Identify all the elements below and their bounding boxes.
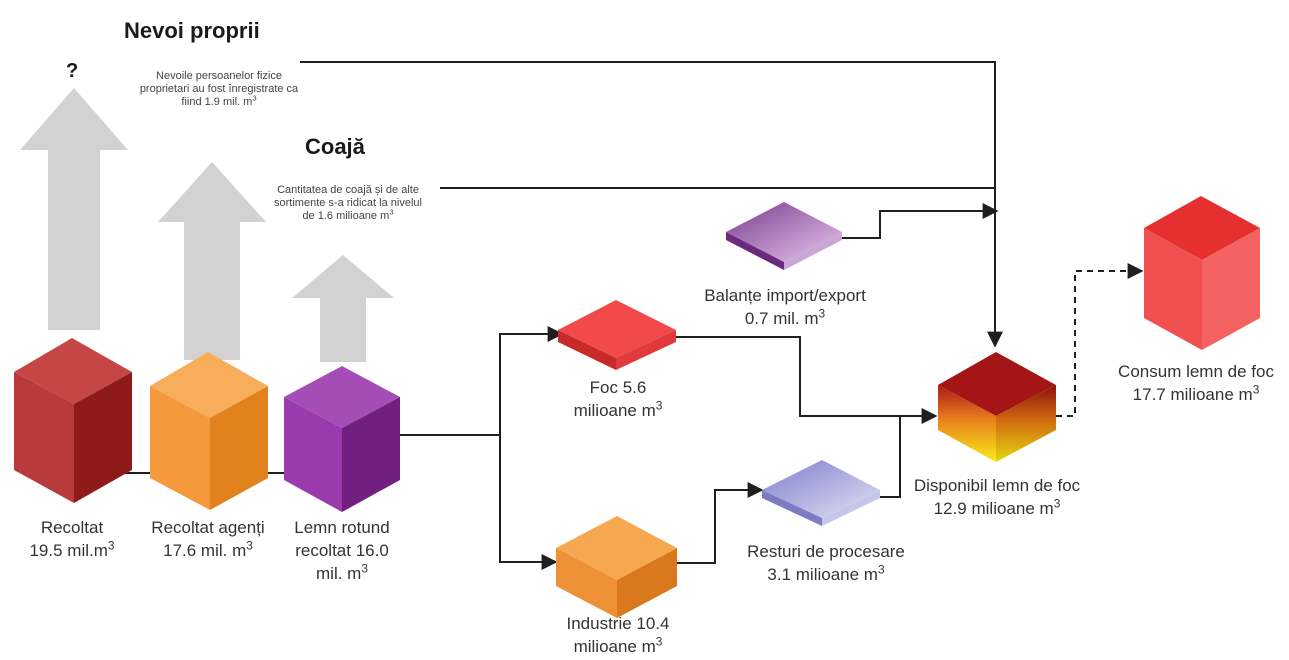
disponibil-cube [938,352,1056,462]
recoltat-agenti-label-line: Recoltat agenți [138,516,278,539]
recoltat-cube [14,338,132,503]
nevoi-note-line: fiind 1.9 mil. m3 [104,93,334,109]
lemn-rotund-label: Lemn rotund recoltat 16.0 mil. m3 [280,516,404,585]
label-text: 0.7 mil. m [744,309,819,328]
unit-superscript: 3 [252,93,257,103]
unit-superscript: 3 [389,207,394,217]
lemn-rotund-label-line: Lemn rotund [280,516,404,539]
industrie-label: Industrie 10.4 milioane m3 [546,612,690,658]
label-text: Foc 5.6 [589,378,647,397]
resturi-label-line: 3.1 milioane m3 [726,563,926,586]
unit-superscript: 3 [655,398,663,413]
unit-superscript: 3 [655,634,663,649]
recoltat-agenti-label-line: 17.6 mil. m3 [138,539,278,562]
unit-superscript: 3 [818,306,826,321]
label-text: 17.7 milioane m [1132,385,1253,404]
label-text: Cantitatea de coajă și de alte [277,184,419,196]
foc-label-line: milioane m3 [556,399,680,422]
disponibil-label-line: Disponibil lemn de foc [892,474,1102,497]
balante-label-line: Balanțe import/export [680,284,890,307]
label-text: 12.9 milioane m [933,499,1054,518]
label-text: proprietari au fost înregistrate ca [139,83,299,95]
gray-arrows [20,88,394,362]
lemn-rotund-cube [284,366,400,512]
consum-label-line: 17.7 milioane m3 [1104,383,1288,406]
coaja-note-line: Cantitatea de coajă și de alte [236,184,460,197]
unit-superscript: 3 [1053,496,1061,511]
label-text: de 1.6 milioane m [302,210,390,222]
split-to-industrie-line [499,435,558,570]
foc-label: Foc 5.6 milioane m3 [556,376,680,422]
recoltat-agenti-label: Recoltat agenți 17.6 mil. m3 [138,516,278,562]
label-text: 19.5 mil.m [29,541,108,560]
industrie-block [556,516,677,618]
unit-superscript: 3 [361,561,368,576]
recoltat-agenti-cube [150,352,268,510]
label-text: mil. m [316,564,362,583]
label-text: 3.1 milioane m [767,565,878,584]
label-text: fiind 1.9 mil. m [181,96,253,108]
foc-to-disp-line [676,336,938,424]
connectors [70,61,1144,570]
nevoi-note-line: proprietari au fost înregistrate ca [104,83,334,96]
recoltat-label-line: 19.5 mil.m3 [10,539,134,562]
coaja-title: Coajă [305,134,365,159]
foc-slab [558,300,676,370]
label-text: Lemn rotund [294,518,390,537]
disp-to-consum-line [1056,263,1144,417]
industrie-to-resturi-line [677,482,764,564]
resturi-label: Resturi de procesare 3.1 milioane m3 [726,540,926,586]
balante-slab [726,202,842,270]
balante-arrow-line [842,203,999,239]
label-text: 17.6 mil. m [163,541,247,560]
recoltat-label: Recoltat 19.5 mil.m3 [10,516,134,562]
resturi-to-disp-line [880,416,901,498]
disponibil-label-line: 12.9 milioane m3 [892,497,1102,520]
up-arrow-coaja-icon [292,255,394,362]
resturi-slab [762,460,880,526]
unit-superscript: 3 [1252,382,1260,397]
industrie-label-line: Industrie 10.4 [546,612,690,635]
split-to-foc-line [499,326,564,435]
unit-superscript: 3 [246,538,253,553]
consum-label-line: Consum lemn de foc [1104,360,1288,383]
label-text: Industrie 10.4 [566,614,670,633]
disponibil-label: Disponibil lemn de foc 12.9 milioane m3 [892,474,1102,520]
label-text: Nevoile persoanelor fizice [156,70,282,82]
balante-label-line: 0.7 mil. m3 [680,307,890,330]
consum-cube [1144,196,1260,350]
nevoi-proprii-title: Nevoi proprii [124,18,260,43]
label-text: milioane m [573,637,656,656]
label-text: Balanțe import/export [704,286,866,305]
up-arrow-agenti-icon [158,162,266,360]
balante-label: Balanțe import/export 0.7 mil. m3 [680,284,890,330]
industrie-label-line: milioane m3 [546,635,690,658]
label-text: Resturi de procesare [747,542,905,561]
unit-superscript: 3 [107,538,115,553]
label-text: recoltat 16.0 [295,541,389,560]
unit-superscript: 3 [877,562,885,577]
question-mark: ? [66,60,79,82]
foc-label-line: Foc 5.6 [556,376,680,399]
label-text: Recoltat agenți [151,518,265,537]
label-text: Recoltat [40,518,104,537]
lemn-rotund-label-line: mil. m3 [280,562,404,585]
label-text: Disponibil lemn de foc [913,476,1081,495]
lemn-rotund-label-line: recoltat 16.0 [280,539,404,562]
coaja-note-line: de 1.6 milioane m3 [236,207,460,223]
up-arrow-nevoi-icon [20,88,128,330]
coaja-note-line: sortimente s-a ridicat la nivelul [236,197,460,210]
nevoi-note-line: Nevoile persoanelor fizice [104,70,334,83]
label-text: Consum lemn de foc [1118,362,1274,381]
recoltat-label-line: Recoltat [10,516,134,539]
consum-label: Consum lemn de foc 17.7 milioane m3 [1104,360,1288,406]
resturi-label-line: Resturi de procesare [726,540,926,563]
label-text: milioane m [573,401,656,420]
label-text: sortimente s-a ridicat la nivelul [274,197,422,209]
nevoi-arrow-line [300,61,1003,348]
